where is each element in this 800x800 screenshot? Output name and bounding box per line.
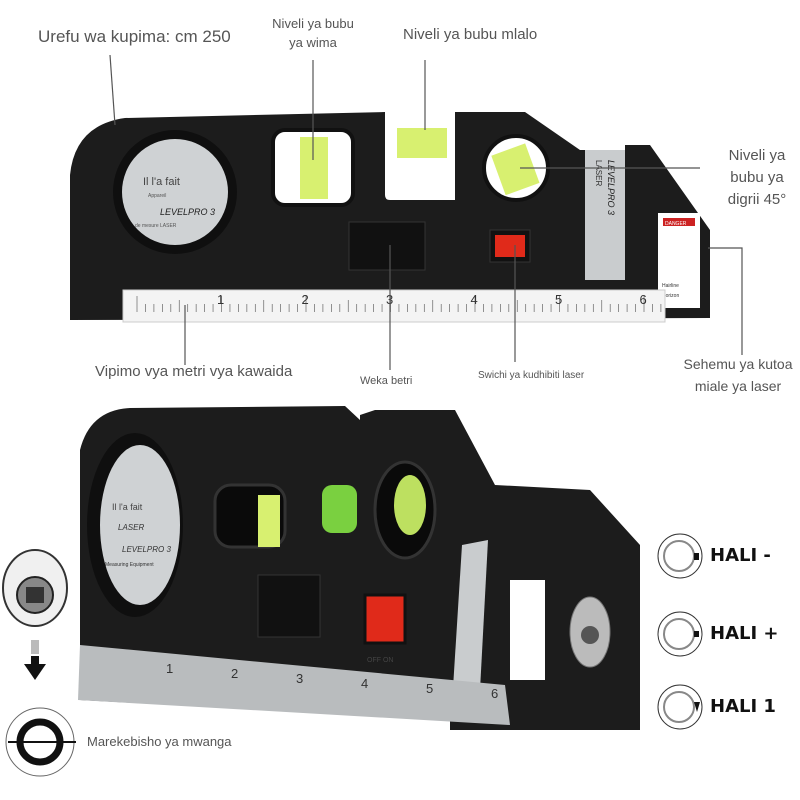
ruler xyxy=(78,645,510,725)
label-vertical-bubble: Niveli ya bubu ya wima xyxy=(258,16,368,52)
mode-one-label: HALI 1 xyxy=(710,696,776,717)
ruler-number: 2 xyxy=(231,666,238,681)
label-line: miale ya laser xyxy=(694,378,782,394)
label-horizontal-bubble: Niveli ya bubu mlalo xyxy=(403,26,538,43)
side-plate xyxy=(585,150,625,280)
label-line: Niveli ya xyxy=(728,147,786,164)
top-laser-level: Il l'a fait Appareil LEVELPRO 3 de mesur… xyxy=(70,112,710,323)
label-laser-output: Sehemu ya kutoa miale ya laser xyxy=(676,353,800,397)
ruler-number: 1 xyxy=(217,292,224,307)
laser-switch xyxy=(363,593,407,645)
mode-plus-icon xyxy=(657,611,703,657)
badge-text: LEVELPRO 3 xyxy=(122,545,171,554)
ruler-number: 6 xyxy=(491,686,498,701)
badge-text: Measuring Equipment xyxy=(105,562,154,568)
leader-lines xyxy=(109,54,743,370)
ruler-number: 4 xyxy=(471,292,478,307)
switch-labels: OFF ON xyxy=(367,657,393,664)
ruler-number: 1 xyxy=(166,661,173,676)
mode-plus-label: HALI + xyxy=(710,623,779,644)
warning-text: Horizon xyxy=(662,293,679,299)
label-laser-switch: Swichi ya kudhibiti laser xyxy=(478,370,585,381)
label-light-adjust: Marekebisho ya mwanga xyxy=(87,734,232,749)
arrow-down-icon xyxy=(24,640,46,680)
badge-disc xyxy=(100,445,180,605)
bottom-laser-level: Il l'a fait LASER LEVELPRO 3 Measuring E… xyxy=(78,406,640,730)
horizontal-bubble-vial xyxy=(397,128,447,158)
label-line: bubu ya xyxy=(730,169,784,186)
ruler-number: 4 xyxy=(361,676,368,691)
badge-text: de mesure LASER xyxy=(135,223,177,229)
label-battery: Weka betri xyxy=(360,375,413,387)
battery-cover xyxy=(257,574,321,638)
ruler-number: 2 xyxy=(302,292,309,307)
battery-cover xyxy=(348,221,426,271)
label-45-bubble: Niveli ya bubu ya digrii 45° xyxy=(712,145,800,211)
label-line: digrii 45° xyxy=(727,191,787,208)
mode-minus-label: HALI - xyxy=(710,545,771,566)
label-line: Sehemu ya kutoa xyxy=(683,356,793,372)
label-line: Niveli ya bubu xyxy=(272,16,354,31)
label-metric-scale: Vipimo vya metri vya kawaida xyxy=(95,363,293,380)
side-plate-text: LASER xyxy=(594,160,603,186)
diagonal-bubble-vial xyxy=(491,143,540,196)
label-measuring-length: Urefu wa kupima: cm 250 xyxy=(38,27,231,46)
laser-switch xyxy=(495,235,525,257)
warning-text: Hairline xyxy=(662,283,679,289)
ruler-number: 6 xyxy=(640,292,647,307)
badge-text: Il l'a fait xyxy=(143,176,180,188)
ruler-number: 3 xyxy=(296,671,303,686)
rotate-adjust-icon xyxy=(5,707,76,777)
mode-one-icon xyxy=(657,684,703,730)
badge-text: LEVELPRO 3 xyxy=(160,207,215,217)
vertical-bubble-vial xyxy=(300,137,328,199)
warning-label xyxy=(510,580,545,680)
mode-minus-icon xyxy=(657,533,703,579)
badge-text: LASER xyxy=(118,523,144,532)
diagonal-bubble-vial xyxy=(394,475,426,535)
badge-disc xyxy=(122,139,228,245)
badge-text: Appareil xyxy=(148,193,166,199)
side-plate-text: LEVELPRO 3 xyxy=(606,160,616,215)
warning-text: DANGER xyxy=(665,221,687,227)
horizontal-bubble-vial xyxy=(322,485,357,533)
lens-closeup-icon xyxy=(2,549,68,627)
label-line: ya wima xyxy=(289,35,337,51)
vertical-bubble-vial xyxy=(258,495,280,547)
ruler-number: 5 xyxy=(426,681,433,696)
ruler-number: 5 xyxy=(555,292,562,307)
side-plate xyxy=(453,540,488,690)
badge-text: Il l'a fait xyxy=(112,502,143,512)
ruler-numbers: 1 2 3 4 5 6 xyxy=(166,661,498,701)
